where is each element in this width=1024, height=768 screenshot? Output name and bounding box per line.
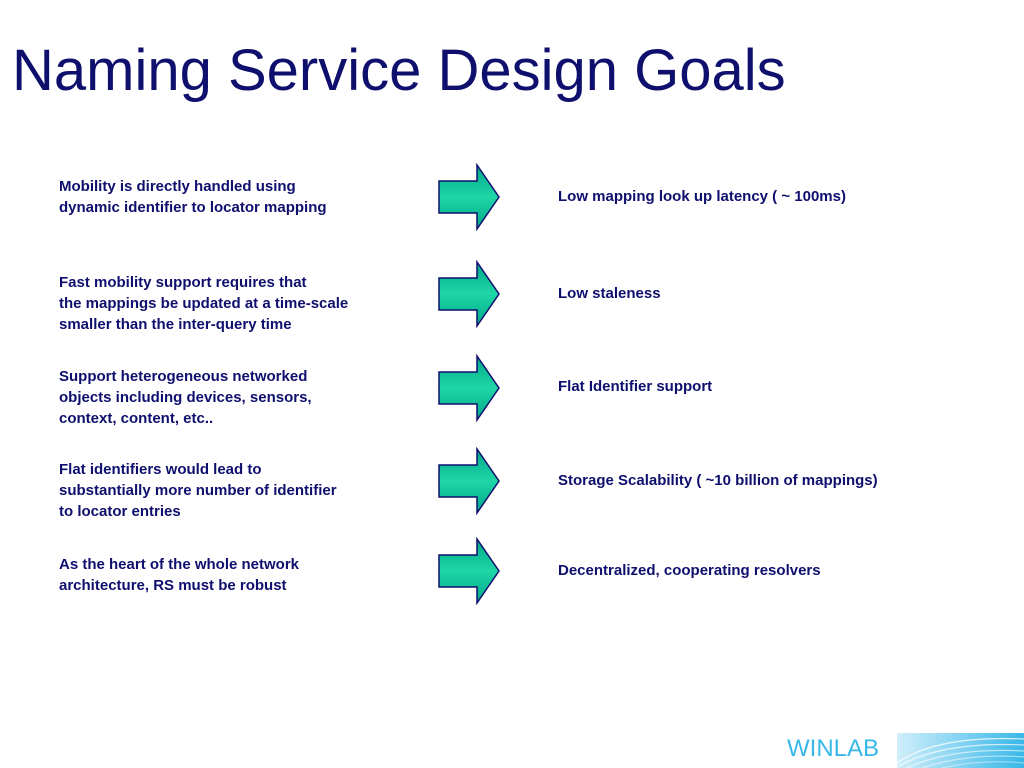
right-arrow-icon xyxy=(438,447,500,515)
goal-text-5: Decentralized, cooperating resolvers xyxy=(558,562,821,579)
requirement-text-2: Fast mobility support requires that the … xyxy=(59,274,349,333)
right-arrow-icon xyxy=(438,354,500,422)
requirement-text-5: As the heart of the whole network archit… xyxy=(59,556,300,594)
goal-text-2: Low staleness xyxy=(558,285,661,302)
winlab-logo-text: WINLAB xyxy=(787,735,880,762)
goal-text-3: Flat Identifier support xyxy=(558,378,713,395)
requirement-text-3: Support heterogeneous networked objects … xyxy=(59,368,312,427)
right-arrow-icon xyxy=(438,260,500,328)
winlab-logo-swoosh xyxy=(897,733,1024,768)
requirement-text-1: Mobility is directly handled using dynam… xyxy=(59,178,327,216)
right-arrow-icon xyxy=(438,163,500,231)
goal-text-4: Storage Scalability ( ~10 billion of map… xyxy=(558,472,878,489)
right-arrow-icon xyxy=(438,537,500,605)
requirement-text-4: Flat identifiers would lead to substanti… xyxy=(59,461,337,520)
goal-text-1: Low mapping look up latency ( ~ 100ms) xyxy=(558,188,846,205)
slide-title: Naming Service Design Goals xyxy=(12,38,786,103)
